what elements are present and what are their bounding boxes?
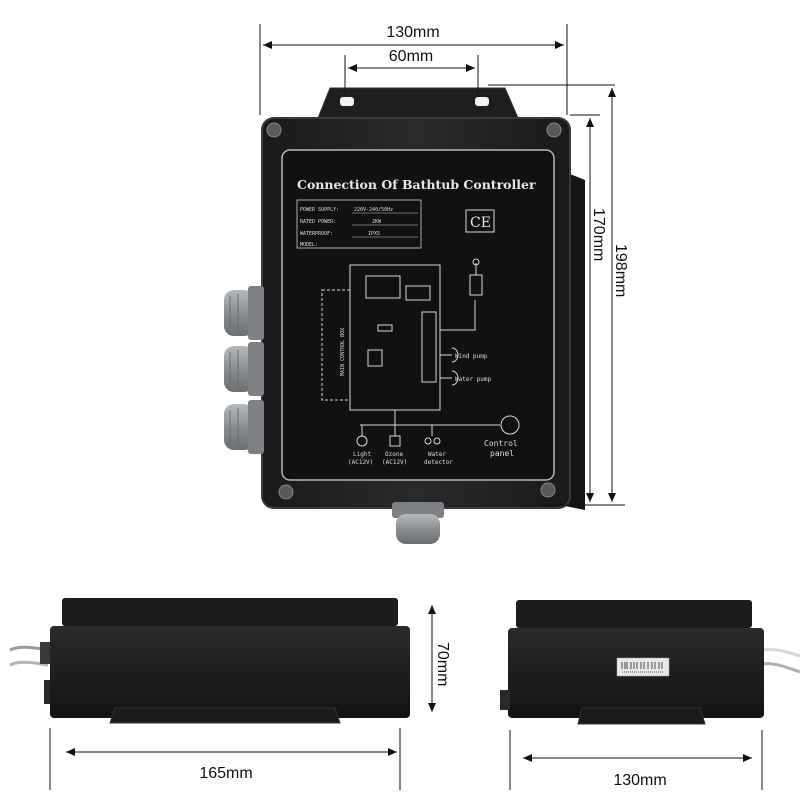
ce-mark: CE (470, 215, 491, 231)
screw-icon (546, 122, 562, 138)
cable-gland (224, 286, 264, 340)
front-panel (281, 149, 555, 481)
light-label: (AC12V) (348, 459, 373, 466)
spec-value: 2KW (372, 219, 382, 225)
wind-pump-label: Wind pump (455, 353, 488, 360)
mount-slot-left (340, 97, 354, 106)
side-lid (62, 598, 398, 626)
spec-label: MODEL: (300, 242, 318, 248)
spec-table: POWER SUPPLY: 220V-240/50Hz RATED POWER:… (296, 199, 422, 249)
side-body (50, 626, 410, 718)
cable-gland (224, 400, 264, 454)
dimension-lines-side (49, 605, 436, 790)
main-control-box-label: MAIN CONTROL BOX (340, 328, 346, 376)
wiring-diagram (321, 258, 520, 447)
end-lid (516, 600, 752, 628)
ozone-label: Ozone (385, 451, 403, 458)
screw-icon (266, 122, 282, 138)
dim-total-height: 198mm (612, 244, 629, 297)
water-pump-label: Water pump (455, 376, 492, 383)
dimension-lines-end (509, 730, 763, 790)
spec-label: RATED POWER: (300, 219, 336, 225)
barcode-icon (621, 662, 664, 673)
dim-depth: 70mm (434, 642, 451, 686)
mount-slot-right (475, 97, 489, 106)
screw-icon (278, 484, 294, 500)
dim-side-length: 165mm (199, 765, 252, 782)
dim-body-height: 170mm (590, 208, 607, 261)
cable-gland-bottom (392, 502, 444, 544)
dim-mount-spacing: 60mm (389, 48, 433, 65)
screw-icon (540, 482, 556, 498)
spec-value: IPX5 (368, 231, 380, 237)
end-view (500, 600, 800, 725)
spec-label: POWER SUPPLY: (300, 207, 339, 213)
water-detector-label: detector (424, 459, 453, 466)
water-detector-label: Water (428, 451, 446, 458)
label-sticker (616, 657, 670, 677)
dim-top-width: 130mm (386, 24, 439, 41)
front-view: Connection Of Bathtub Controller POWER S… (224, 87, 585, 544)
control-panel-label: Control (484, 439, 518, 448)
ozone-label: (AC12V) (382, 459, 407, 466)
spec-value: 220V-240/50Hz (354, 207, 393, 213)
ce-mark-box (465, 209, 495, 233)
dim-end-width: 130mm (613, 772, 666, 789)
spec-label: WATERPROOF: (300, 231, 333, 237)
panel-title: Connection Of Bathtub Controller (297, 177, 536, 192)
side-view (9, 598, 410, 724)
dimension-lines-front (259, 24, 625, 506)
cable-gland (224, 342, 264, 396)
light-label: Light (353, 451, 371, 458)
control-panel-label: panel (490, 449, 514, 458)
